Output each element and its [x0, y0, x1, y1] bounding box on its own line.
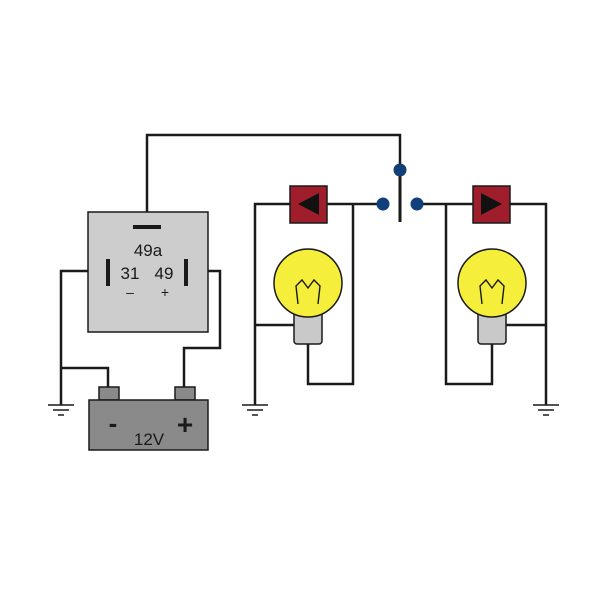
wire-right-bus-ground	[510, 202, 548, 405]
battery-positive-post	[174, 386, 196, 401]
relay-polarity-positive: +	[161, 284, 169, 300]
left-bulb	[273, 248, 343, 345]
turn-signal-switch	[376, 163, 424, 222]
wire-left-bulb-return	[306, 204, 355, 386]
wire-left-bus-ground	[253, 202, 290, 405]
battery: - + 12V	[88, 386, 209, 451]
right-indicator	[472, 185, 511, 224]
battery-negative-sign: -	[109, 408, 118, 438]
ground-icon	[48, 404, 74, 416]
right-bulb-filament	[479, 278, 505, 305]
switch-contact-right	[410, 197, 424, 211]
battery-negative-post	[98, 386, 120, 401]
right-bulb-glass	[457, 248, 527, 318]
switch-contact-left	[376, 197, 390, 211]
triangle-right-icon	[481, 193, 502, 215]
battery-positive-sign: +	[177, 409, 193, 440]
left-bulb-filament	[295, 278, 321, 305]
battery-voltage-label: 12V	[134, 430, 165, 449]
wire-right-bulb-return	[444, 204, 494, 386]
flasher-relay: 49a 31 49 – +	[87, 211, 209, 333]
relay-label-49a: 49a	[134, 241, 163, 260]
relay-label-31: 31	[121, 264, 140, 283]
switch-contact-common	[393, 163, 407, 177]
ground-icon	[533, 404, 559, 416]
right-bulb	[457, 248, 527, 345]
relay-label-49: 49	[155, 264, 174, 283]
ground-icon	[242, 404, 268, 416]
wire-battery-negative	[61, 366, 110, 387]
wire-49a-to-switch	[145, 133, 402, 212]
battery-body	[88, 399, 209, 451]
triangle-left-icon	[298, 193, 319, 215]
relay-polarity-negative: –	[126, 284, 134, 300]
left-bulb-glass	[273, 248, 343, 318]
left-indicator	[289, 185, 328, 224]
